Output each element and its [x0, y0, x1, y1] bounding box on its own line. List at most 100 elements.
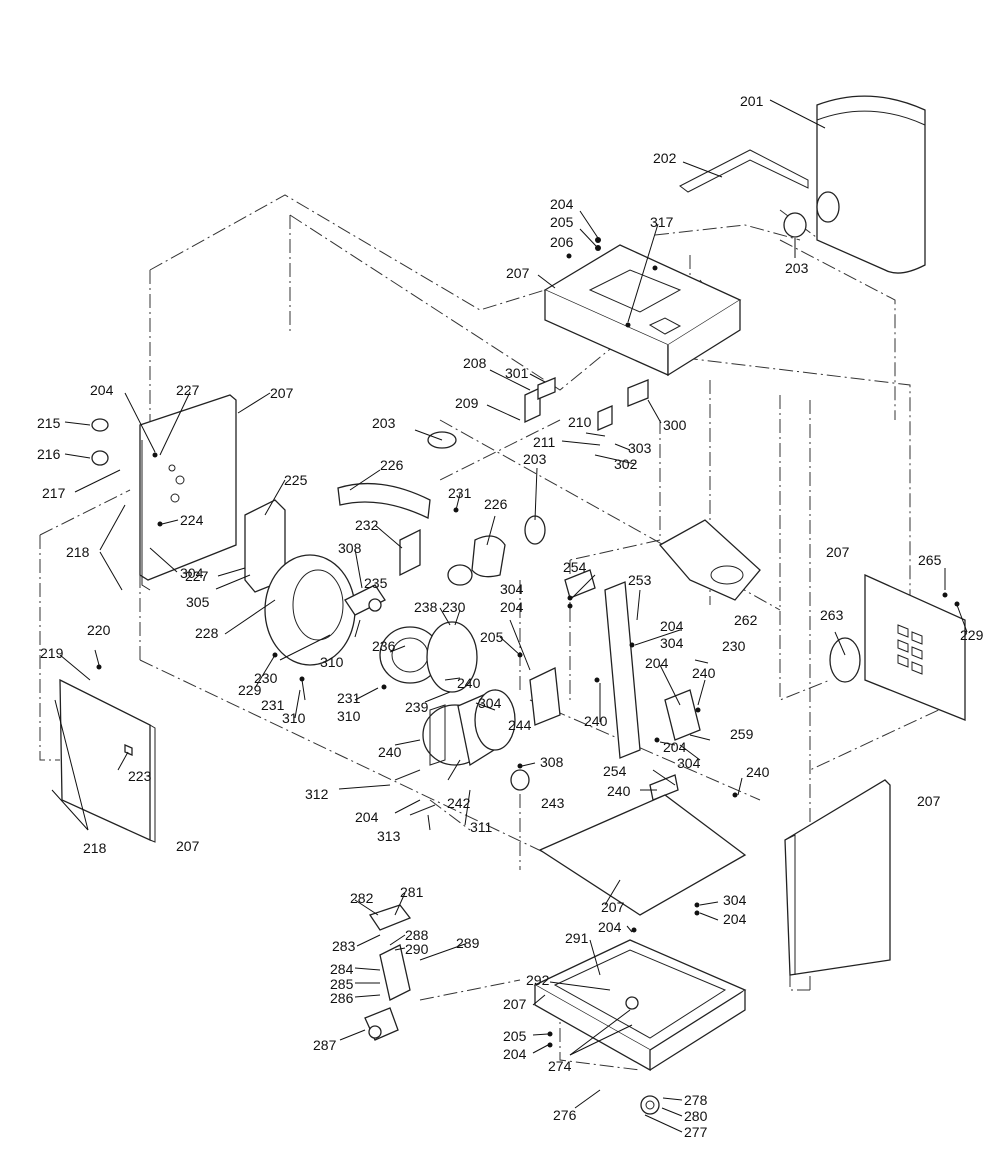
callout-label: 230	[442, 599, 466, 615]
callout-label: 263	[820, 607, 844, 623]
callout-label: 208	[463, 355, 487, 371]
callout-label: 287	[313, 1037, 337, 1053]
callout-label: 311	[470, 819, 493, 835]
callout-label: 235	[364, 575, 388, 591]
cover-201	[816, 95, 926, 274]
callout-label: 304	[660, 635, 684, 651]
callout-label: 218	[83, 840, 107, 856]
callout-label: 289	[456, 935, 480, 951]
callout-label: 292	[526, 972, 550, 988]
callout-label: 310	[320, 654, 344, 670]
callout-label: 215	[37, 415, 61, 431]
callout-labels: 201 202 203 204 205 206 207 317 208 301 …	[37, 93, 984, 1140]
callout-label: 207	[601, 899, 625, 915]
callout-label: 216	[37, 446, 61, 462]
callout-label: 211	[533, 434, 556, 450]
callout-label: 304	[500, 581, 524, 597]
left-front-door	[59, 678, 151, 842]
callout-label: 317	[650, 214, 674, 230]
callout-label: 305	[186, 594, 210, 610]
callout-label: 226	[484, 496, 508, 512]
callout-label: 206	[550, 234, 574, 250]
callout-label: 240	[378, 744, 402, 760]
callout-label: 202	[653, 150, 677, 166]
callout-label: 304	[478, 695, 502, 711]
callout-label: 230	[254, 670, 278, 686]
callout-label: 254	[563, 559, 587, 575]
callout-label: 244	[508, 717, 532, 733]
callout-label: 224	[180, 512, 204, 528]
right-side-panel	[864, 573, 966, 721]
callout-label: 262	[734, 612, 758, 628]
callout-label: 231	[261, 697, 285, 713]
callout-label: 207	[176, 838, 200, 854]
left-back-panel	[139, 394, 237, 581]
callout-label: 236	[372, 638, 396, 654]
callout-label: 226	[380, 457, 404, 473]
callout-label: 203	[523, 451, 547, 467]
callout-label: 231	[337, 690, 361, 706]
callout-label: 281	[400, 884, 424, 900]
callout-label: 278	[684, 1092, 708, 1108]
callout-label: 300	[663, 417, 687, 433]
callout-label: 313	[377, 828, 401, 844]
callout-label: 217	[42, 485, 66, 501]
callout-label: 229	[960, 627, 984, 643]
callout-label: 240	[457, 675, 481, 691]
callout-label: 231	[448, 485, 472, 501]
callout-label: 225	[284, 472, 308, 488]
part-outlines	[59, 95, 966, 1115]
callout-label: 201	[740, 93, 764, 109]
callout-label: 280	[684, 1108, 708, 1124]
callout-label: 254	[603, 763, 627, 779]
callout-label: 253	[628, 572, 652, 588]
callout-label: 207	[917, 793, 941, 809]
callout-label: 204	[598, 919, 622, 935]
callout-label: 230	[722, 638, 746, 654]
callout-label: 312	[305, 786, 329, 802]
callout-label: 310	[282, 710, 306, 726]
callout-label: 204	[500, 599, 524, 615]
callout-label: 227	[176, 382, 200, 398]
callout-label: 203	[372, 415, 396, 431]
base-frame	[533, 939, 747, 1051]
callout-label: 277	[684, 1124, 708, 1140]
callout-label: 290	[405, 941, 429, 957]
callout-label: 308	[540, 754, 564, 770]
callout-label: 308	[338, 540, 362, 556]
callout-label: 207	[506, 265, 530, 281]
callout-label: 240	[692, 665, 716, 681]
callout-label: 204	[663, 739, 687, 755]
callout-label: 232	[355, 517, 379, 533]
callout-label: 207	[270, 385, 294, 401]
callout-label: 282	[350, 890, 374, 906]
callout-label: 204	[660, 618, 684, 634]
callout-label: 228	[195, 625, 219, 641]
callout-label: 204	[503, 1046, 527, 1062]
callout-label: 243	[541, 795, 565, 811]
callout-label: 304	[677, 755, 701, 771]
callout-label: 218	[66, 544, 90, 560]
callout-label: 304	[723, 892, 747, 908]
callout-label: 204	[550, 196, 574, 212]
callout-label: 209	[455, 395, 479, 411]
callout-label: 302	[614, 456, 638, 472]
callout-label: 205	[480, 629, 504, 645]
callout-label: 286	[330, 990, 354, 1006]
callout-label: 240	[607, 783, 631, 799]
callout-label: 204	[723, 911, 747, 927]
callout-label: 203	[785, 260, 809, 276]
callout-label: 291	[565, 930, 589, 946]
callout-label: 207	[503, 996, 527, 1012]
callout-label: 303	[628, 440, 652, 456]
callout-label: 304	[180, 565, 204, 581]
callout-label: 240	[746, 764, 770, 780]
callout-label: 283	[332, 938, 356, 954]
callout-label: 219	[40, 645, 64, 661]
callout-label: 242	[447, 795, 471, 811]
callout-label: 207	[826, 544, 850, 560]
callout-label: 239	[405, 699, 429, 715]
callout-label: 284	[330, 961, 354, 977]
callout-label: 229	[238, 682, 262, 698]
